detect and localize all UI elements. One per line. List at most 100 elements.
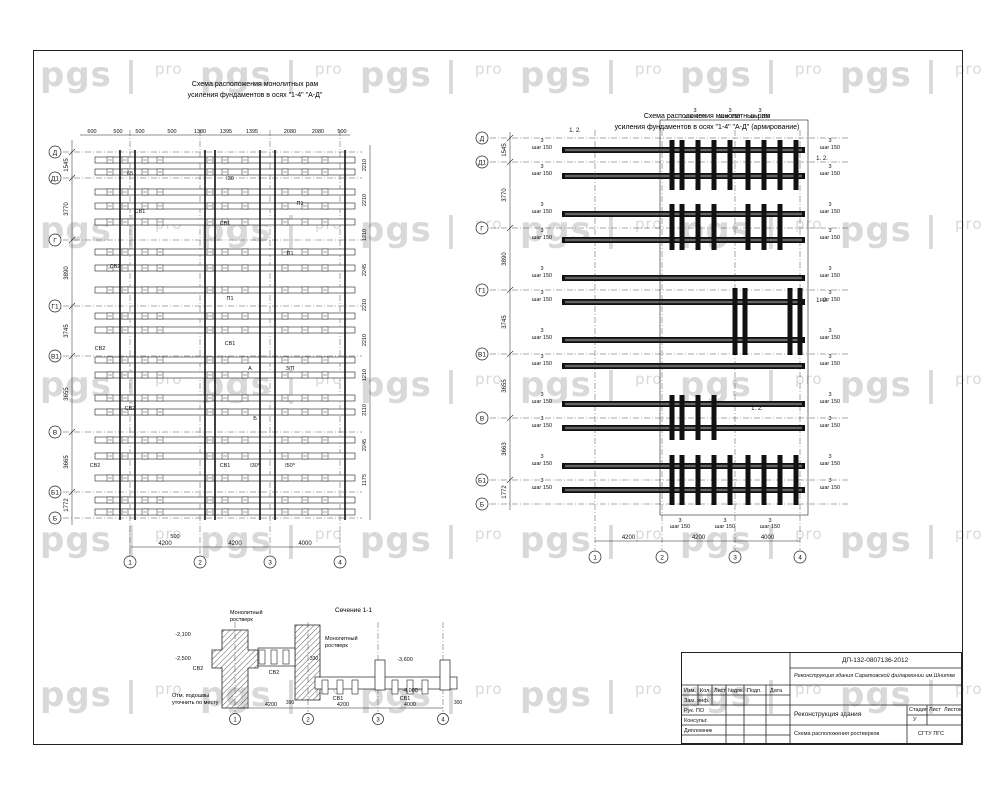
rebar-step-label: шаг 150 <box>532 423 552 429</box>
frame-post <box>727 140 733 190</box>
rebar-label: 3 <box>828 416 831 422</box>
foundation-wall <box>211 629 259 709</box>
section-pile <box>258 649 266 665</box>
section-dimension: 4000 <box>404 702 416 708</box>
dim-tick <box>68 488 76 496</box>
rebar-step-label: шаг 150 <box>820 335 840 341</box>
frame-post <box>695 395 701 440</box>
row-dimension: 3663 <box>502 442 508 456</box>
dim-tick <box>68 352 76 360</box>
frame-post <box>745 140 751 190</box>
col-axis-label: 2 <box>198 560 202 567</box>
row-dimension: 3770 <box>64 202 70 216</box>
rebar-core <box>565 364 802 368</box>
stamp-header-list: Лист <box>714 688 726 694</box>
section-dimension: 300 <box>454 700 463 706</box>
section-label-monolith: Монолитный <box>230 609 263 616</box>
rebar-label: 3 <box>828 354 831 360</box>
building-outline <box>659 119 809 516</box>
row-dimension: 3770 <box>502 188 508 202</box>
rebar-step-label: шаг 150 <box>532 209 552 215</box>
rebar-step-label: шаг 150 <box>715 524 735 530</box>
col-axis-bubble <box>588 550 602 564</box>
element-label: СВ2 <box>90 463 101 469</box>
rebar-step-label: шаг 150 <box>760 524 780 530</box>
rebar-step-label: шаг 150 <box>532 461 552 467</box>
row-axis-bubble <box>475 283 489 297</box>
rebar-step-label: шаг 150 <box>532 399 552 405</box>
section-pile <box>351 679 359 695</box>
row-axis-label: Б1 <box>51 490 59 497</box>
rebar-core <box>565 276 802 280</box>
col-axis-bubble <box>263 555 277 569</box>
side-dimension: 2245 <box>362 439 368 451</box>
section-axis-label: 1 <box>233 718 237 724</box>
col-dimension: 4000 <box>761 535 775 541</box>
row-axis-label: Д <box>480 136 485 143</box>
side-dimension: 2110 <box>362 404 368 416</box>
section-pile <box>336 679 344 695</box>
frame-post <box>679 140 685 190</box>
row-axis-label: Б <box>53 516 57 523</box>
rebar-step-label: шаг 150 <box>820 273 840 279</box>
level-mark: -4,000 <box>402 688 418 694</box>
side-dimension: 2210 <box>362 299 368 311</box>
row-axis-label: Г <box>53 238 57 245</box>
rebar-step-label: шаг 150 <box>532 145 552 151</box>
right-plan-title-2: усиления фундаментов в осях "1-4" "А-Д" … <box>615 124 800 131</box>
element-label: 65 <box>127 171 133 177</box>
rebar-step-label: шаг 150 <box>532 361 552 367</box>
frame-post <box>793 140 799 190</box>
doc-code: ДП-132-0807136-2012 <box>842 657 909 664</box>
col-axis-label: 4 <box>798 555 802 562</box>
element-label: А <box>248 366 252 372</box>
section-label-monolith-2: ростверк <box>230 617 253 623</box>
rebar-label: 3 <box>828 202 831 208</box>
rebar-step-label: шаг 150 <box>820 423 840 429</box>
dim-tick <box>506 134 514 142</box>
dim-tick <box>506 476 514 484</box>
title-block-grid <box>682 653 963 745</box>
section-mark: 1. 2. <box>816 156 828 162</box>
rebar-step-label: шаг 150 <box>532 171 552 177</box>
top-dimension: 500 <box>167 129 176 135</box>
rebar-label: 3 <box>540 454 543 460</box>
object-name: Реконструкция здания <box>794 711 862 718</box>
frame-post <box>777 455 783 505</box>
dim-tick <box>68 428 76 436</box>
dim-tick <box>506 158 514 166</box>
section-dimension: 4200 <box>337 702 349 708</box>
row-axis-label: Д1 <box>51 176 59 183</box>
section-axis-label: 3 <box>376 718 380 724</box>
side-dimension: 2245 <box>362 264 368 276</box>
side-dimension: 2210 <box>362 334 368 346</box>
rebar-step-label: шаг 150 <box>820 209 840 215</box>
section-pile <box>391 679 399 695</box>
top-dimension: 1395 <box>246 129 258 135</box>
row-axis-bubble <box>475 131 489 145</box>
row-dimension: 1545 <box>502 143 508 157</box>
element-label: СВ2 <box>95 346 106 352</box>
frame-post <box>669 140 675 190</box>
stamp-header-data: Дата <box>770 688 783 694</box>
frame-post <box>711 395 717 440</box>
rebar-step-label: шаг 150 <box>820 145 840 151</box>
right-plan-title-1: Схема расположения монолитных рам <box>644 113 771 120</box>
section-element-label: СВ2 <box>269 670 280 676</box>
stage-value: У <box>913 717 917 723</box>
section-note-2: уточнить по месту <box>172 700 219 706</box>
section-beam <box>314 676 458 690</box>
rebar-label: 3 <box>540 416 543 422</box>
row-dimension: 3745 <box>64 324 70 338</box>
stamp-header-izm: Изм. <box>684 688 696 694</box>
row-axis-bubble <box>48 485 62 499</box>
rebar-label: 3 <box>693 108 696 114</box>
rebar-bar <box>562 363 805 369</box>
frame-post <box>695 204 701 250</box>
rebar-label: 3 <box>728 108 731 114</box>
stamp-header-sheet: Лист <box>929 707 941 713</box>
element-label: СВ1 <box>220 221 231 227</box>
frame-post <box>761 204 767 250</box>
row-axis-label: Д <box>53 150 58 157</box>
